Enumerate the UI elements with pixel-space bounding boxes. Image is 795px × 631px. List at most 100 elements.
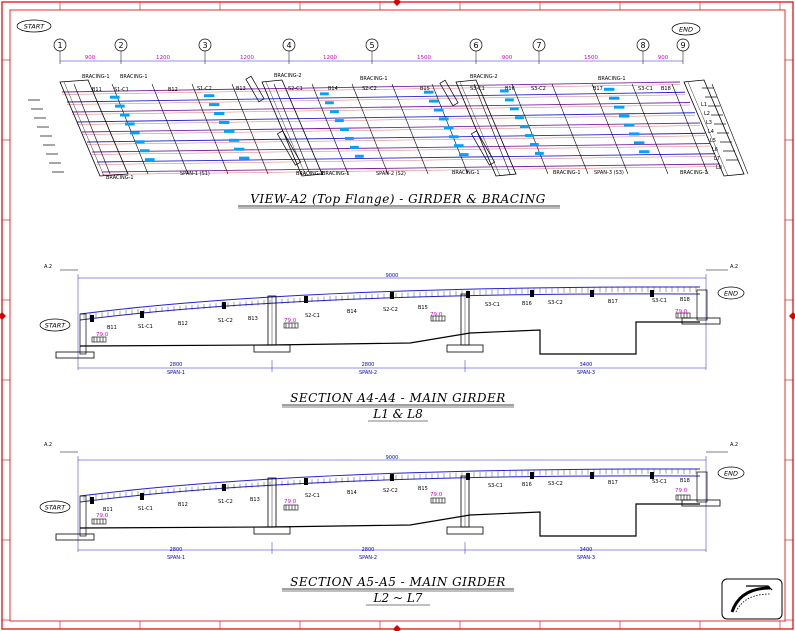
bracing-line bbox=[551, 83, 589, 175]
pier-footing bbox=[253, 526, 291, 535]
flange-highlight bbox=[110, 95, 120, 99]
flange-highlight bbox=[125, 122, 135, 126]
pier-footing bbox=[446, 344, 484, 353]
flange-highlight bbox=[219, 120, 230, 124]
flange-highlight bbox=[449, 135, 459, 139]
section-a5-title: SECTION A5-A5 - MAIN GIRDER bbox=[290, 575, 506, 589]
section-geometry bbox=[55, 451, 728, 554]
axis-bubble: 1 bbox=[53, 38, 67, 52]
bracing-line bbox=[111, 83, 149, 175]
flange-highlight bbox=[214, 112, 225, 116]
bearing-detail bbox=[91, 336, 107, 343]
end-marker: END bbox=[717, 286, 745, 300]
bracing-labels-top: BRACING-1 BRACING-1 BRACING-2 BRACING-1 … bbox=[82, 73, 626, 82]
axis-number: 3 bbox=[202, 41, 207, 50]
span-name: SPAN-3 bbox=[577, 370, 595, 376]
bracing-line bbox=[151, 83, 189, 175]
girder-label: B11 bbox=[107, 325, 117, 331]
splice-block bbox=[90, 315, 94, 322]
girder-label: S3-C2 bbox=[548, 481, 563, 487]
spacing-label: 900 bbox=[85, 55, 96, 61]
axis-bubble: 7 bbox=[532, 38, 546, 52]
pier-footing bbox=[446, 526, 484, 535]
span-label: SPAN-1 (S1) bbox=[180, 171, 210, 177]
girder-label: B18 bbox=[680, 478, 690, 484]
axis-spacing-dimensions: 900 1200 1200 1200 1500 900 1500 900 bbox=[60, 55, 683, 62]
axis-bubble: 4 bbox=[282, 38, 296, 52]
bracing-label: BRACING-1 bbox=[598, 76, 626, 82]
girder-label: B13 bbox=[236, 86, 246, 92]
bracing-line bbox=[391, 83, 429, 175]
girder-plan-line bbox=[101, 166, 721, 175]
pier-band bbox=[455, 79, 517, 177]
end-label: END bbox=[724, 470, 738, 478]
bearing-detail bbox=[91, 518, 107, 525]
flange-highlight bbox=[604, 87, 615, 91]
axis-number: 8 bbox=[640, 41, 645, 50]
span-length: 2800 bbox=[362, 547, 375, 553]
spacing-label: 1500 bbox=[584, 55, 598, 61]
splice-block bbox=[530, 290, 534, 297]
line-label: L7 bbox=[714, 156, 720, 162]
axis-number: 5 bbox=[369, 41, 374, 50]
support-dim: 79.0 bbox=[430, 492, 443, 498]
girder-label: B18 bbox=[661, 86, 671, 92]
span-length: 2800 bbox=[170, 547, 183, 553]
line-label: L4 bbox=[708, 129, 714, 135]
line-labels: L1 L2 L3 L4 L5 L6 L7 L8 bbox=[701, 102, 722, 171]
bracing-label: BRACING-1 bbox=[452, 170, 480, 176]
girder-label: B13 bbox=[250, 497, 260, 503]
girder-label: B16 bbox=[505, 86, 515, 92]
girder-label: S1-C2 bbox=[197, 86, 212, 92]
flange-highlight bbox=[204, 94, 215, 98]
start-label: START bbox=[45, 322, 66, 330]
ground-profile bbox=[79, 503, 700, 537]
spacing-label: 1200 bbox=[240, 55, 254, 61]
span-label: SPAN-3 (S3) bbox=[594, 170, 624, 176]
girder-label: S3-C1 bbox=[470, 86, 485, 92]
bracing-line bbox=[191, 83, 229, 175]
support-dim: 79.0 bbox=[675, 309, 688, 315]
abutment-wall bbox=[696, 471, 708, 503]
girder-label: B15 bbox=[420, 86, 430, 92]
support-dim: 79.0 bbox=[96, 332, 109, 338]
flange-highlight bbox=[459, 153, 469, 157]
bearing-detail bbox=[283, 322, 299, 329]
span-name: SPAN-1 bbox=[167, 370, 185, 376]
flange-highlight bbox=[535, 151, 544, 155]
start-marker: START bbox=[39, 318, 71, 332]
end-label: END bbox=[679, 26, 693, 34]
ground-profile bbox=[79, 321, 700, 355]
splice-block bbox=[590, 472, 594, 479]
flange-highlight bbox=[624, 123, 635, 127]
girder-label: S3-C2 bbox=[548, 300, 563, 306]
frame-center-mark bbox=[0, 312, 6, 320]
flange-highlight bbox=[350, 145, 359, 149]
girder-plan-line bbox=[86, 135, 706, 145]
abutment-footing bbox=[681, 499, 721, 507]
support-dim: 79.0 bbox=[430, 312, 443, 318]
axis-bubble: 8 bbox=[636, 38, 650, 52]
line-label: L2 bbox=[704, 111, 710, 117]
girder-label: S1-C2 bbox=[218, 499, 233, 505]
spacing-label: 1500 bbox=[417, 55, 431, 61]
section-a5: A.2 A.2 9000 START END B11 S1-C1 B12 S1-… bbox=[39, 442, 745, 606]
section-a4-subtitle: L1 & L8 bbox=[372, 407, 423, 421]
flange-highlight bbox=[500, 89, 509, 93]
section-geometry bbox=[55, 269, 728, 372]
girder-label: S2-C2 bbox=[383, 488, 398, 494]
span-dims: 2800 SPAN-1 2800 SPAN-2 3400 SPAN-3 bbox=[167, 362, 595, 376]
flange-highlight bbox=[115, 104, 125, 108]
girder-plan-line bbox=[76, 112, 696, 123]
total-length: 9000 bbox=[386, 455, 399, 461]
splice-block bbox=[466, 291, 470, 298]
girder-label: B12 bbox=[168, 87, 178, 93]
girder-label: B14 bbox=[347, 490, 357, 496]
flange-highlight bbox=[619, 114, 630, 118]
company-logo bbox=[721, 578, 783, 620]
section-a4: A.2 A.2 9000 START END B11 S1-C1 B12 S1-… bbox=[39, 264, 745, 422]
axis-number: 6 bbox=[473, 41, 478, 50]
flange-highlight bbox=[239, 156, 250, 160]
line-label: L6 bbox=[712, 147, 718, 153]
bracing-labels-bottom: BRACING-1 BRACING-1 BRACING-1 BRACING-1 … bbox=[106, 170, 708, 181]
